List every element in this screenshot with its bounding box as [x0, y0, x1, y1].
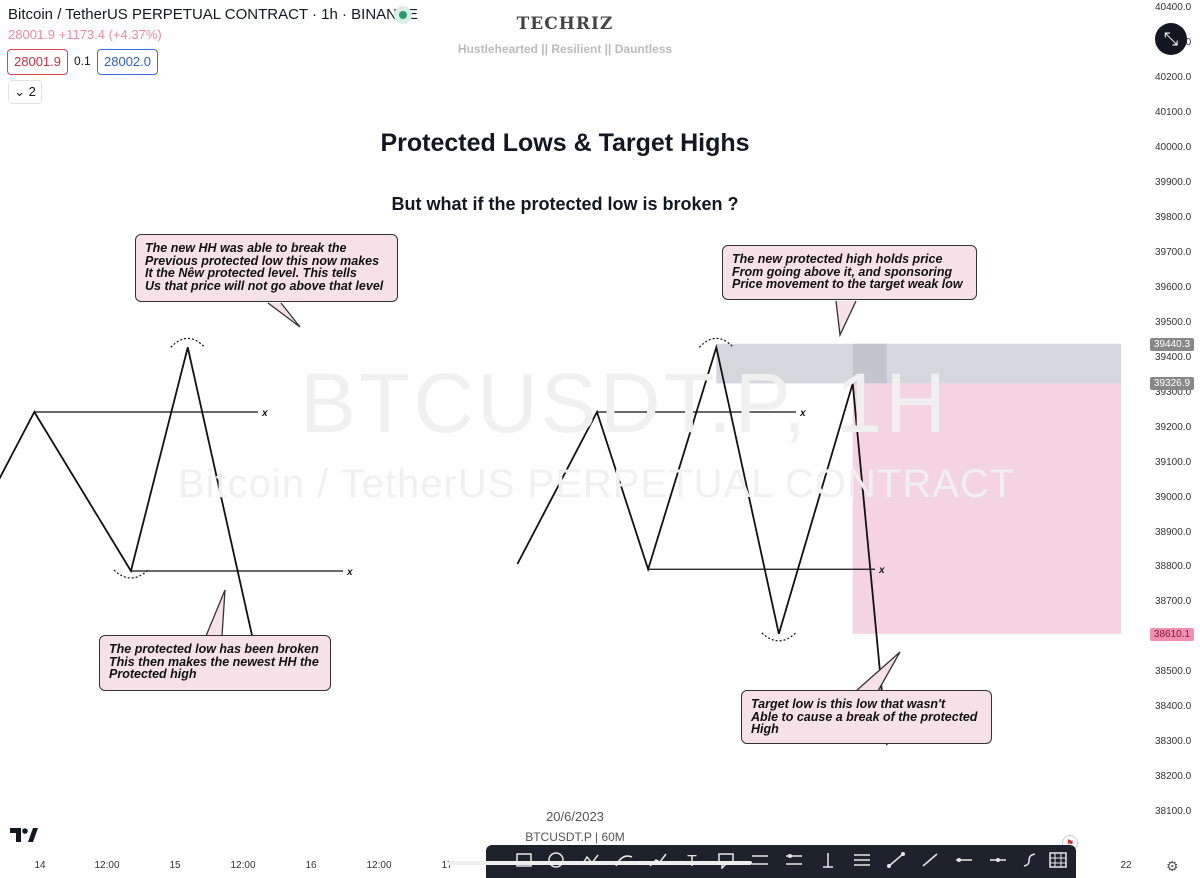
callout-line: The protected low has been broken — [109, 642, 319, 656]
price-swing-left — [0, 347, 257, 654]
level-marker-x: x — [261, 408, 268, 419]
callout-tail-outline — [205, 589, 226, 637]
callout-bottom-left[interactable]: The protected low has been broken This t… — [99, 635, 331, 691]
callout-line: From going above it, and sponsoring — [732, 264, 953, 279]
price-change: 28001.9 +1173.4 (+4.37%) — [8, 27, 162, 42]
price-tick-label: 40100.0 — [1155, 107, 1192, 119]
market-status-icon — [394, 6, 412, 24]
protected-high-zone-overlap — [852, 343, 887, 384]
circle-tool-icon[interactable] — [544, 851, 568, 873]
callout-line: Target low is this low that wasn't — [751, 697, 946, 711]
callout-top-right[interactable]: The new protected high holds price From … — [722, 245, 977, 300]
target-zone — [852, 383, 1121, 634]
callout-line: Able to cause a break of the protected — [751, 709, 978, 724]
watermark-symbol: BTCUSDT.P, 1H — [300, 356, 949, 450]
price-badge: 38610.1 — [1150, 627, 1194, 641]
spread-value: 0.1 — [74, 54, 91, 68]
callout-tail-outline — [267, 302, 301, 328]
price-tick-label: 39900.0 — [1155, 177, 1192, 189]
callout-line: Protected high — [109, 667, 197, 681]
callout-line: The new protected high holds price — [732, 252, 943, 266]
time-tick-label: 22 — [1120, 860, 1132, 871]
price-tick-label: 38400.0 — [1155, 701, 1192, 713]
price-badge: 39326.9 — [1150, 377, 1194, 391]
brand-name: TECHRIZ — [516, 14, 614, 34]
watermark-name: Bitcoin / TetherUS PERPETUAL CONTRACT — [178, 462, 1016, 506]
symbol-title[interactable]: Bitcoin / TetherUS PERPETUAL CONTRACT · … — [8, 6, 418, 23]
chart-title: Protected Lows & Target Highs — [380, 129, 750, 157]
callout-line: It the Nêw protected level. This tells — [145, 266, 357, 280]
trend-line-tool-icon[interactable] — [884, 851, 908, 873]
price-tick-label: 39000.0 — [1155, 491, 1192, 503]
level-marker-x: x — [878, 565, 885, 576]
chart-subtitle: But what if the protected low is broken … — [391, 194, 739, 214]
time-tick-label: 12:00 — [366, 860, 392, 871]
price-tick-label: 38900.0 — [1155, 526, 1192, 538]
time-tick-label: 14 — [34, 860, 46, 871]
callout-top-left[interactable]: The new HH was able to break the Previou… — [135, 234, 398, 302]
price-swing-right — [516, 343, 888, 744]
price-tick-label: 39700.0 — [1155, 247, 1192, 259]
date-range-tool-icon[interactable] — [782, 851, 806, 873]
buy-button[interactable]: 28002.0 — [97, 49, 158, 75]
lines-tool-icon[interactable] — [850, 851, 874, 873]
price-tick-label: 39800.0 — [1155, 212, 1192, 224]
price-tick-label: 39500.0 — [1155, 316, 1192, 328]
price-tick-label: 38300.0 — [1155, 736, 1192, 748]
symbol-interval-label: BTCUSDT.P | 60M — [525, 830, 625, 844]
horizontal-line-tool-icon[interactable] — [986, 851, 1010, 873]
time-tick-label: 15 — [169, 860, 181, 871]
price-tick-label: 38200.0 — [1155, 771, 1192, 783]
tradingview-logo-icon[interactable] — [10, 826, 38, 850]
callout-tail-outline — [855, 651, 901, 692]
price-tick-label: 39300.0 — [1155, 386, 1192, 398]
brand-tagline: Hustlehearted || Resilient || Dauntless — [457, 42, 673, 56]
callout-line: Previous protected low this now makes — [145, 253, 380, 268]
price-range-tool-icon[interactable] — [748, 851, 772, 873]
callout-tail-outline — [835, 300, 857, 338]
rectangle-tool-icon[interactable] — [512, 851, 536, 873]
callout-line: This then makes the newest HH the — [109, 654, 319, 669]
price-tick-label: 39400.0 — [1155, 351, 1192, 363]
level-marker-x: x — [799, 408, 806, 419]
ray-tool-icon[interactable] — [918, 851, 942, 873]
grid-tool-icon[interactable] — [1046, 851, 1070, 873]
time-tick-label: 12:00 — [94, 860, 120, 871]
brush-tool-icon[interactable] — [1018, 851, 1042, 873]
price-tick-label: 38500.0 — [1155, 666, 1192, 678]
protected-high-zone — [716, 343, 1121, 384]
chevron-down-icon: ⌄ — [14, 84, 26, 99]
price-tick-label: 40200.0 — [1155, 72, 1192, 84]
callout-line: The new HH was able to break the — [145, 241, 347, 255]
time-tick-label: 16 — [305, 860, 317, 871]
price-tick-label: 38800.0 — [1155, 561, 1192, 573]
price-tick-label: 39100.0 — [1155, 456, 1192, 468]
toolbar-scrollbar[interactable] — [448, 861, 752, 865]
measure-tool-icon[interactable] — [816, 851, 840, 873]
price-badge: 39440.3 — [1150, 337, 1194, 351]
callout-line: Us that price will not go above that lev… — [145, 278, 384, 293]
callout-bottom-right[interactable]: Target low is this low that wasn't Able … — [741, 690, 992, 744]
price-tick-label: 38700.0 — [1155, 596, 1192, 608]
price-tick-label: 39200.0 — [1155, 421, 1192, 433]
price-tick-label: 40400.0 — [1155, 2, 1192, 14]
gear-icon[interactable]: ⚙ — [1166, 858, 1179, 874]
price-tick-label: 40000.0 — [1155, 142, 1192, 154]
time-tick-label: 12:00 — [230, 860, 256, 871]
collapse-icon[interactable]: ⤡ — [1155, 23, 1187, 55]
level-marker-x: x — [346, 567, 353, 578]
indicator-count: 2 — [28, 84, 36, 99]
indicator-toggle[interactable]: ⌄ 2 — [8, 80, 42, 104]
price-tick-label: 38100.0 — [1155, 806, 1192, 818]
callout-line: High — [751, 722, 779, 736]
cursor-date: 20/6/2023 — [546, 809, 604, 824]
callout-line: Price movement to the target weak low — [732, 277, 963, 291]
sell-button[interactable]: 28001.9 — [7, 49, 68, 75]
horizontal-ray-tool-icon[interactable] — [952, 851, 976, 873]
price-tick-label: 39600.0 — [1155, 281, 1192, 293]
callout-tail — [836, 301, 856, 335]
time-tick-label: 17 — [441, 860, 453, 871]
high-arc-marker — [170, 337, 206, 348]
